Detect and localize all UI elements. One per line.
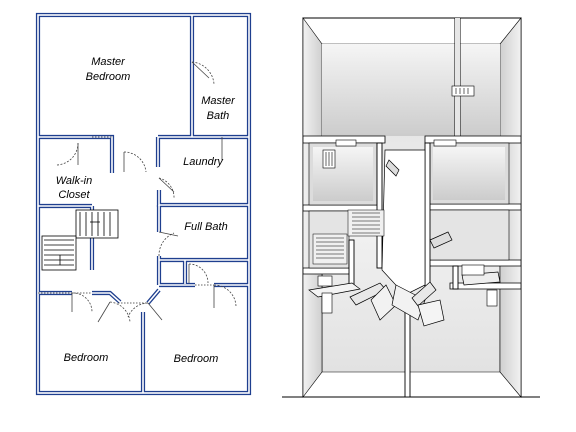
stair-tread <box>75 209 119 239</box>
label-master-bedroom-line1: Master <box>91 56 126 68</box>
floor-plan-3d-cutaway <box>282 17 540 398</box>
plan-openings <box>38 136 214 304</box>
label-master-bath-line2: Bath <box>207 110 230 122</box>
plan-staircase <box>41 209 119 271</box>
room-labels: Master Bedroom Master Bath Laundry Walk-… <box>56 56 236 365</box>
model-stairs <box>312 209 385 265</box>
label-walk-in-closet-line2: Closet <box>58 189 90 201</box>
label-master-bedroom-line2: Bedroom <box>86 71 131 83</box>
floor-plan-2d: Master Bedroom Master Bath Laundry Walk-… <box>35 12 252 396</box>
label-full-bath: Full Bath <box>184 221 227 233</box>
plan-doors <box>55 61 237 323</box>
plan-walls <box>35 12 252 396</box>
label-master-bath-line1: Master <box>201 95 236 107</box>
label-laundry: Laundry <box>183 156 224 168</box>
model-details <box>317 85 498 314</box>
label-bedroom-left: Bedroom <box>64 352 109 364</box>
label-walk-in-closet-line1: Walk-in <box>56 175 92 187</box>
stair-tread <box>41 235 77 271</box>
label-bedroom-right: Bedroom <box>174 353 219 365</box>
